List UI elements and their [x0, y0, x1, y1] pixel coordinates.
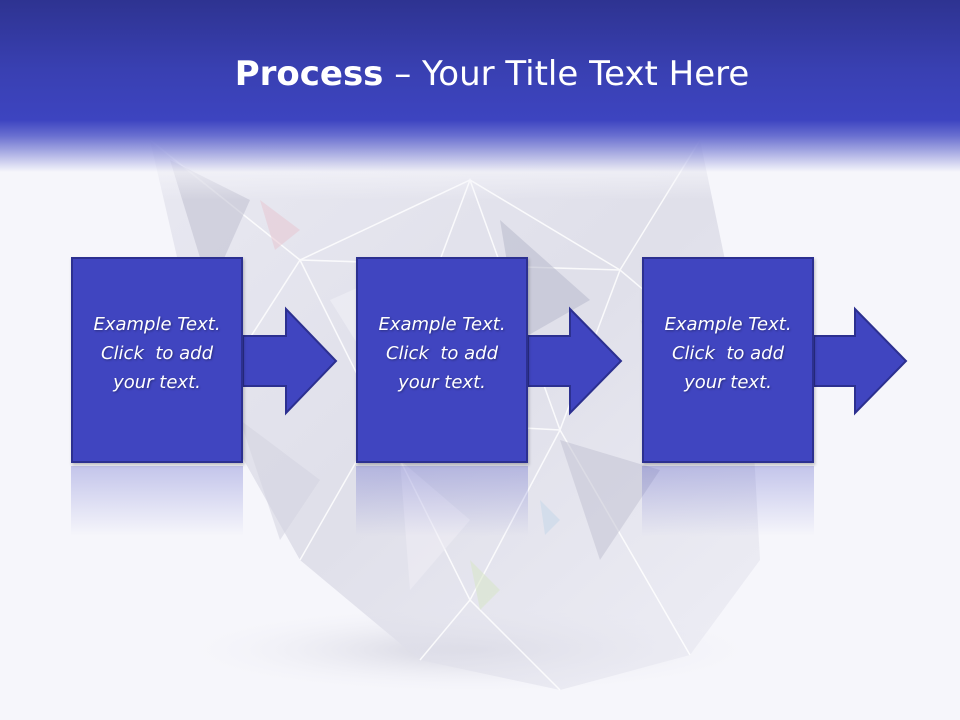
step-line-1: Example Text. [93, 314, 221, 335]
step-text[interactable]: Example Text. Click to add your text. [71, 310, 243, 397]
step-line-3: your text. [398, 372, 486, 393]
step-line-2: Click to add [385, 343, 498, 364]
arrow-1 [242, 306, 338, 416]
step-line-2: Click to add [671, 343, 784, 364]
arrow-2 [527, 306, 623, 416]
process-step-1[interactable]: Example Text. Click to add your text. [71, 257, 243, 463]
step-line-1: Example Text. [378, 314, 506, 335]
title-rest-text: – Your Title Text Here [383, 54, 750, 94]
slide-title[interactable]: Process – Your Title Text Here [0, 52, 960, 96]
header-band [0, 0, 960, 200]
step-line-2: Click to add [100, 343, 213, 364]
step-text[interactable]: Example Text. Click to add your text. [642, 310, 814, 397]
step-line-3: your text. [684, 372, 772, 393]
process-step-3[interactable]: Example Text. Click to add your text. [642, 257, 814, 463]
step-line-3: your text. [113, 372, 201, 393]
step-line-1: Example Text. [664, 314, 792, 335]
process-step-2[interactable]: Example Text. Click to add your text. [356, 257, 528, 463]
step-2-reflection [356, 466, 528, 536]
arrow-3 [813, 306, 908, 416]
title-bold-text: Process [234, 54, 384, 94]
step-box [356, 257, 528, 463]
step-text[interactable]: Example Text. Click to add your text. [356, 310, 528, 397]
step-3-reflection [642, 466, 814, 536]
step-box [71, 257, 243, 463]
step-box [642, 257, 814, 463]
step-1-reflection [71, 466, 243, 536]
